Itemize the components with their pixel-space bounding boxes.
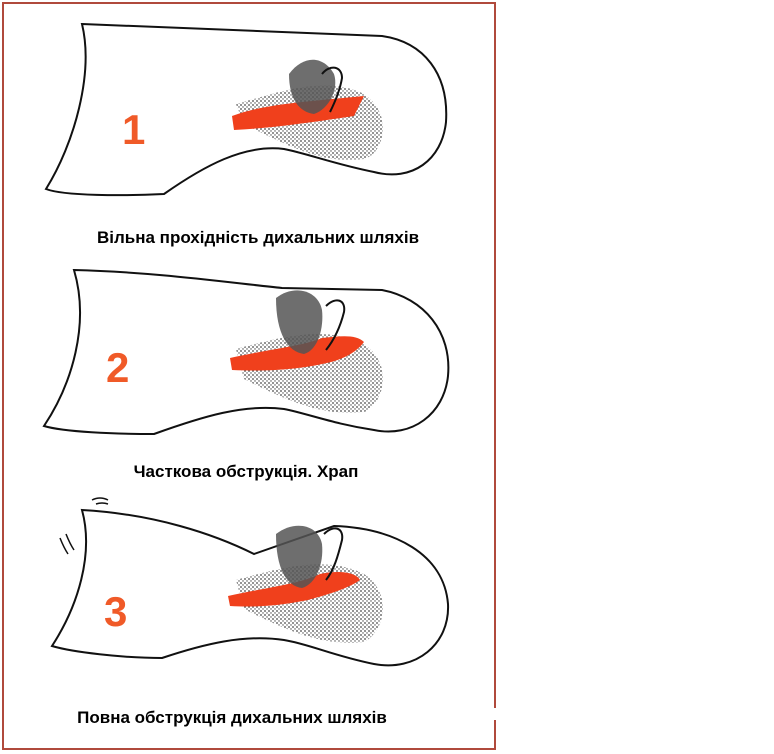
- motion-marks-top: [91, 497, 109, 505]
- panel-3: 3 Повна обструкція дихальних шляхів: [4, 494, 498, 750]
- panel-number-1: 1: [122, 106, 145, 153]
- panel-2: 2 Часткова обструкція. Храп: [4, 254, 498, 494]
- frame-gap: [491, 708, 501, 720]
- head-diagram-1: 1: [44, 22, 448, 197]
- figure-frame: 1 Вільна прохідність дихальних шляхів 2 …: [2, 2, 496, 750]
- caption-1: Вільна прохідність дихальних шляхів: [96, 228, 420, 247]
- airway-3: [228, 572, 360, 607]
- head-diagram-2: 2: [42, 268, 450, 436]
- panel-number-2: 2: [106, 344, 129, 391]
- motion-marks-side: [59, 533, 75, 555]
- panel-number-3: 3: [104, 588, 127, 635]
- caption-2: Часткова обструкція. Храп: [133, 462, 359, 481]
- head-diagram-3: 3: [50, 497, 450, 667]
- panel-1: 1 Вільна прохідність дихальних шляхів: [4, 4, 498, 254]
- caption-3: Повна обструкція дихальних шляхів: [77, 708, 387, 727]
- airway-1: [232, 96, 364, 130]
